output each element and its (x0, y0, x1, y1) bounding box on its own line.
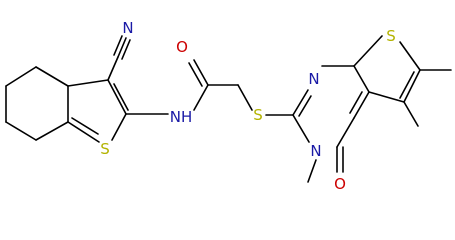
thiophene-sulfur-label-right: S (386, 27, 396, 45)
pyrimidine-nitrogen-1-label: N (308, 70, 319, 88)
thioether-sulfur-label: S (253, 106, 263, 124)
pyrimidine-nitrogen-3-label: N (310, 142, 321, 160)
amide-nh-label: NH (170, 108, 193, 126)
thiophene-sulfur-label-left: S (100, 140, 110, 158)
nitrile-nitrogen-label: N (122, 19, 133, 37)
ketone-oxygen-label: O (334, 175, 346, 193)
tetrahydrobenzothiophene-fragment (5, 35, 169, 143)
chemical-structure-diagram: N S NH O S N N O S (5, 19, 452, 193)
amide-oxygen-label: O (176, 38, 188, 56)
acetamide-linker (188, 59, 253, 111)
thienopyrimidinone-fragment (265, 35, 452, 183)
